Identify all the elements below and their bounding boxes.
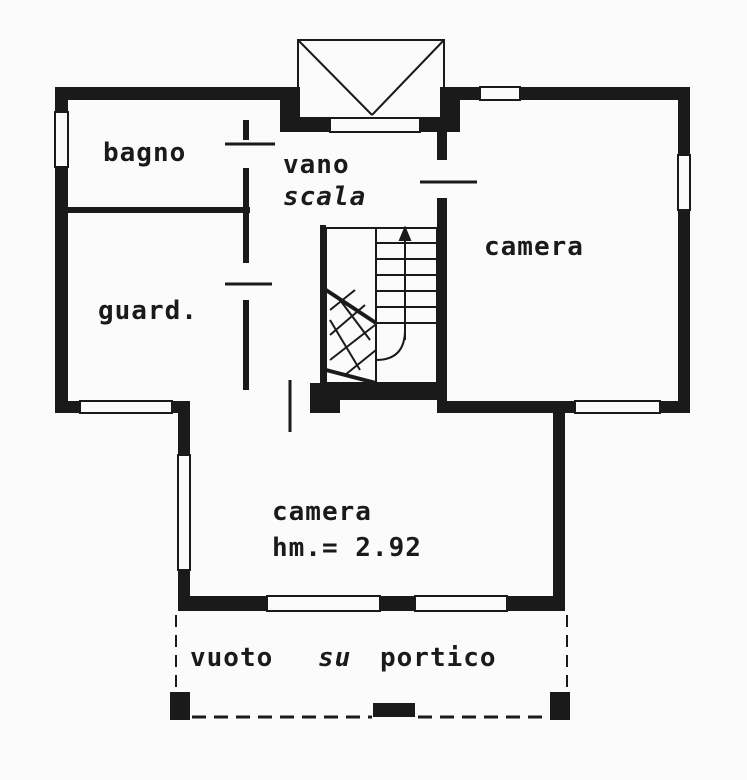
- porch-label-vuoto: vuoto: [190, 643, 274, 673]
- room-label-scala: scala: [283, 182, 367, 212]
- stair-and-details: [175, 39, 568, 719]
- windows: [54, 86, 691, 612]
- room-label-camera-right: camera: [484, 232, 584, 262]
- room-label-vano: vano: [283, 150, 350, 180]
- room-label-guardaroba: guard.: [98, 296, 198, 326]
- room-label-bagno: bagno: [103, 138, 187, 168]
- room-height-label: hm.= 2.92: [272, 533, 422, 563]
- porch-label-su: su: [318, 643, 352, 673]
- porch-label-portico: portico: [380, 643, 497, 673]
- room-label-camera-main: camera: [272, 497, 372, 527]
